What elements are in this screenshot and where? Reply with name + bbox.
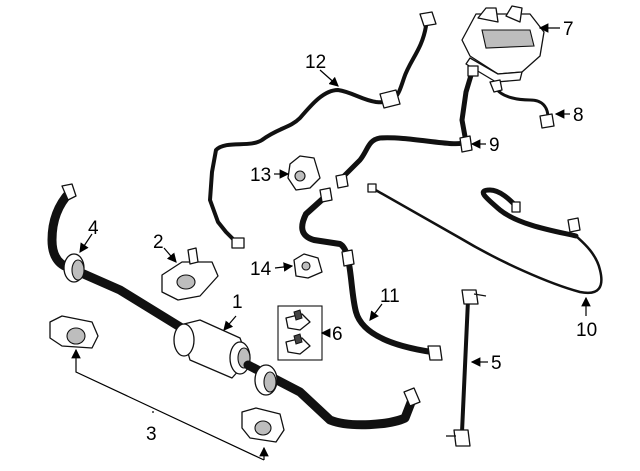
callout-14: 14 [250, 259, 272, 280]
hose-11 [299, 187, 443, 361]
callout-8: 8 [573, 105, 584, 126]
line-10 [367, 183, 603, 295]
bracket-2 [161, 247, 219, 301]
callout-2: 2 [153, 232, 164, 253]
leader-lines [71, 23, 591, 461]
callout-labels: 1 2 3 4 5 6 7 8 9 10 11 12 13 14 [88, 19, 597, 445]
callout-7: 7 [563, 19, 574, 40]
clamp-3-left [49, 315, 99, 349]
clamp-3-right [241, 407, 285, 443]
callout-5: 5 [491, 353, 502, 374]
bracket-13 [287, 155, 321, 191]
bracket-14 [293, 253, 323, 279]
stabilizer-bar [47, 183, 421, 430]
line-9 [335, 65, 479, 189]
callout-10: 10 [576, 320, 597, 341]
control-module [461, 5, 545, 83]
harness-8 [489, 79, 555, 129]
bolts-6 [277, 305, 323, 361]
callout-1: 1 [232, 292, 243, 313]
callout-9: 9 [489, 135, 500, 156]
callout-4: 4 [88, 218, 99, 239]
stabilizer-link [446, 289, 487, 447]
callout-6: 6 [332, 324, 343, 345]
callout-11: 11 [380, 286, 400, 307]
line-12 [208, 11, 437, 249]
callout-3: 3 [146, 424, 157, 445]
callout-13: 13 [250, 165, 271, 186]
callout-12: 12 [305, 52, 326, 73]
